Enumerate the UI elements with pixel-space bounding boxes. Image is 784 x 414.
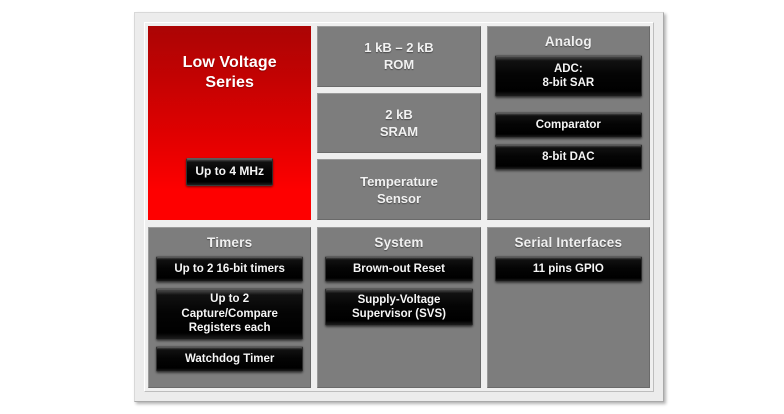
chip-16bit-timers[interactable]: Up to 2 16-bit timers: [156, 256, 304, 282]
serial-interfaces-heading: Serial Interfaces: [514, 235, 623, 250]
chip-capture-compare-registers[interactable]: Up to 2 Capture/Compare Registers each: [156, 288, 304, 340]
chip-gpio-pins[interactable]: 11 pins GPIO: [494, 256, 642, 282]
analog-spacer: [488, 103, 649, 112]
rom-label-line2: ROM: [383, 57, 415, 73]
rom-label: 1 kB – 2 kB ROM: [364, 39, 433, 73]
system-panel: System Brown-out Reset Supply-Voltage Su…: [317, 227, 481, 388]
chip-capcom-line3: Registers each: [188, 322, 271, 335]
memory-column: 1 kB – 2 kB ROM 2 kB SRAM Temperature Se…: [317, 26, 481, 221]
chip-svs-line1: Supply-Voltage: [357, 293, 441, 306]
chip-brown-out-reset[interactable]: Brown-out Reset: [325, 256, 473, 282]
block-diagram-grid: Low Voltage Series Up to 4 MHz 1 kB – 2 …: [145, 23, 653, 391]
system-heading: System: [374, 235, 424, 250]
chip-svs-line2: Supervisor (SVS): [352, 308, 446, 320]
sram-label: 2 kB SRAM: [380, 106, 418, 140]
chip-capcom-line2: Capture/Compare: [181, 307, 278, 320]
temperature-sensor-label: Temperature Sensor: [360, 173, 438, 207]
timers-heading: Timers: [207, 235, 253, 250]
temp-sensor-line1: Temperature: [360, 173, 438, 189]
chip-comparator[interactable]: Comparator: [494, 112, 642, 138]
temp-sensor-line2: Sensor: [376, 190, 422, 206]
diagram-frame: Low Voltage Series Up to 4 MHz 1 kB – 2 …: [134, 12, 664, 402]
rom-label-line1: 1 kB – 2 kB: [364, 40, 434, 56]
hero-title: Low Voltage Series: [183, 53, 277, 93]
chip-adc[interactable]: ADC: 8-bit SAR: [494, 55, 642, 97]
chip-watchdog-timer[interactable]: Watchdog Timer: [156, 346, 304, 372]
chip-max-clock-speed[interactable]: Up to 4 MHz: [186, 158, 274, 186]
chip-8bit-dac[interactable]: 8-bit DAC: [494, 144, 642, 170]
temperature-sensor-block[interactable]: Temperature Sensor: [317, 159, 481, 221]
chip-supply-voltage-supervisor[interactable]: Supply-Voltage Supervisor (SVS): [325, 288, 473, 326]
timers-panel: Timers Up to 2 16-bit timers Up to 2 Cap…: [148, 227, 312, 388]
chip-adc-line1: ADC:: [553, 62, 583, 75]
rom-block[interactable]: 1 kB – 2 kB ROM: [317, 26, 481, 87]
serial-interfaces-panel: Serial Interfaces 11 pins GPIO: [486, 227, 650, 388]
hero-title-line1: Low Voltage: [182, 54, 277, 71]
diagram-inner-bevel: Low Voltage Series Up to 4 MHz 1 kB – 2 …: [144, 22, 654, 392]
chip-adc-line2: 8-bit SAR: [542, 77, 595, 89]
chip-capcom-line1: Up to 2: [210, 293, 250, 306]
sram-label-line1: 2 kB: [385, 106, 413, 122]
sram-label-line2: SRAM: [379, 124, 419, 139]
sram-block[interactable]: 2 kB SRAM: [317, 92, 481, 154]
low-voltage-series-panel[interactable]: Low Voltage Series Up to 4 MHz: [148, 26, 312, 220]
hero-title-line2: Series: [205, 74, 254, 92]
analog-heading: Analog: [544, 34, 592, 49]
analog-panel: Analog ADC: 8-bit SAR Comparator 8-bit D…: [486, 26, 650, 220]
